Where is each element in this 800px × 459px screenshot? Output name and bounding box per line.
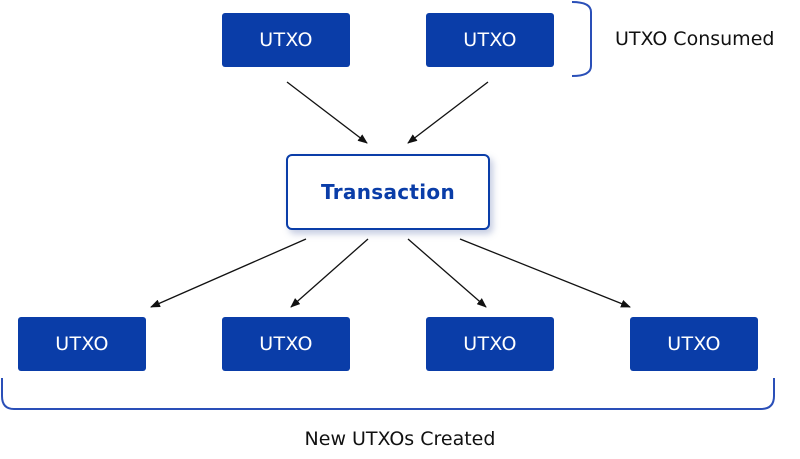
new-utxos-created-label: New UTXOs Created xyxy=(304,428,496,450)
transaction-box: Transaction xyxy=(286,154,490,230)
arrow-input-2-to-transaction xyxy=(407,81,489,144)
output-utxo-4: UTXO xyxy=(630,317,758,371)
created-bracket xyxy=(1,378,775,410)
arrow-transaction-to-output-4 xyxy=(459,238,631,308)
arrow-transaction-to-output-2 xyxy=(290,238,369,308)
arrow-input-1-to-transaction xyxy=(286,81,368,144)
input-utxo-2: UTXO xyxy=(426,13,554,67)
output-utxo-1: UTXO xyxy=(18,317,146,371)
arrow-transaction-to-output-1 xyxy=(150,238,307,308)
input-utxo-1: UTXO xyxy=(222,13,350,67)
output-utxo-3: UTXO xyxy=(426,317,554,371)
arrow-transaction-to-output-3 xyxy=(407,238,487,308)
output-utxo-2: UTXO xyxy=(222,317,350,371)
consumed-bracket xyxy=(571,1,592,77)
utxo-consumed-label: UTXO Consumed xyxy=(615,28,775,50)
